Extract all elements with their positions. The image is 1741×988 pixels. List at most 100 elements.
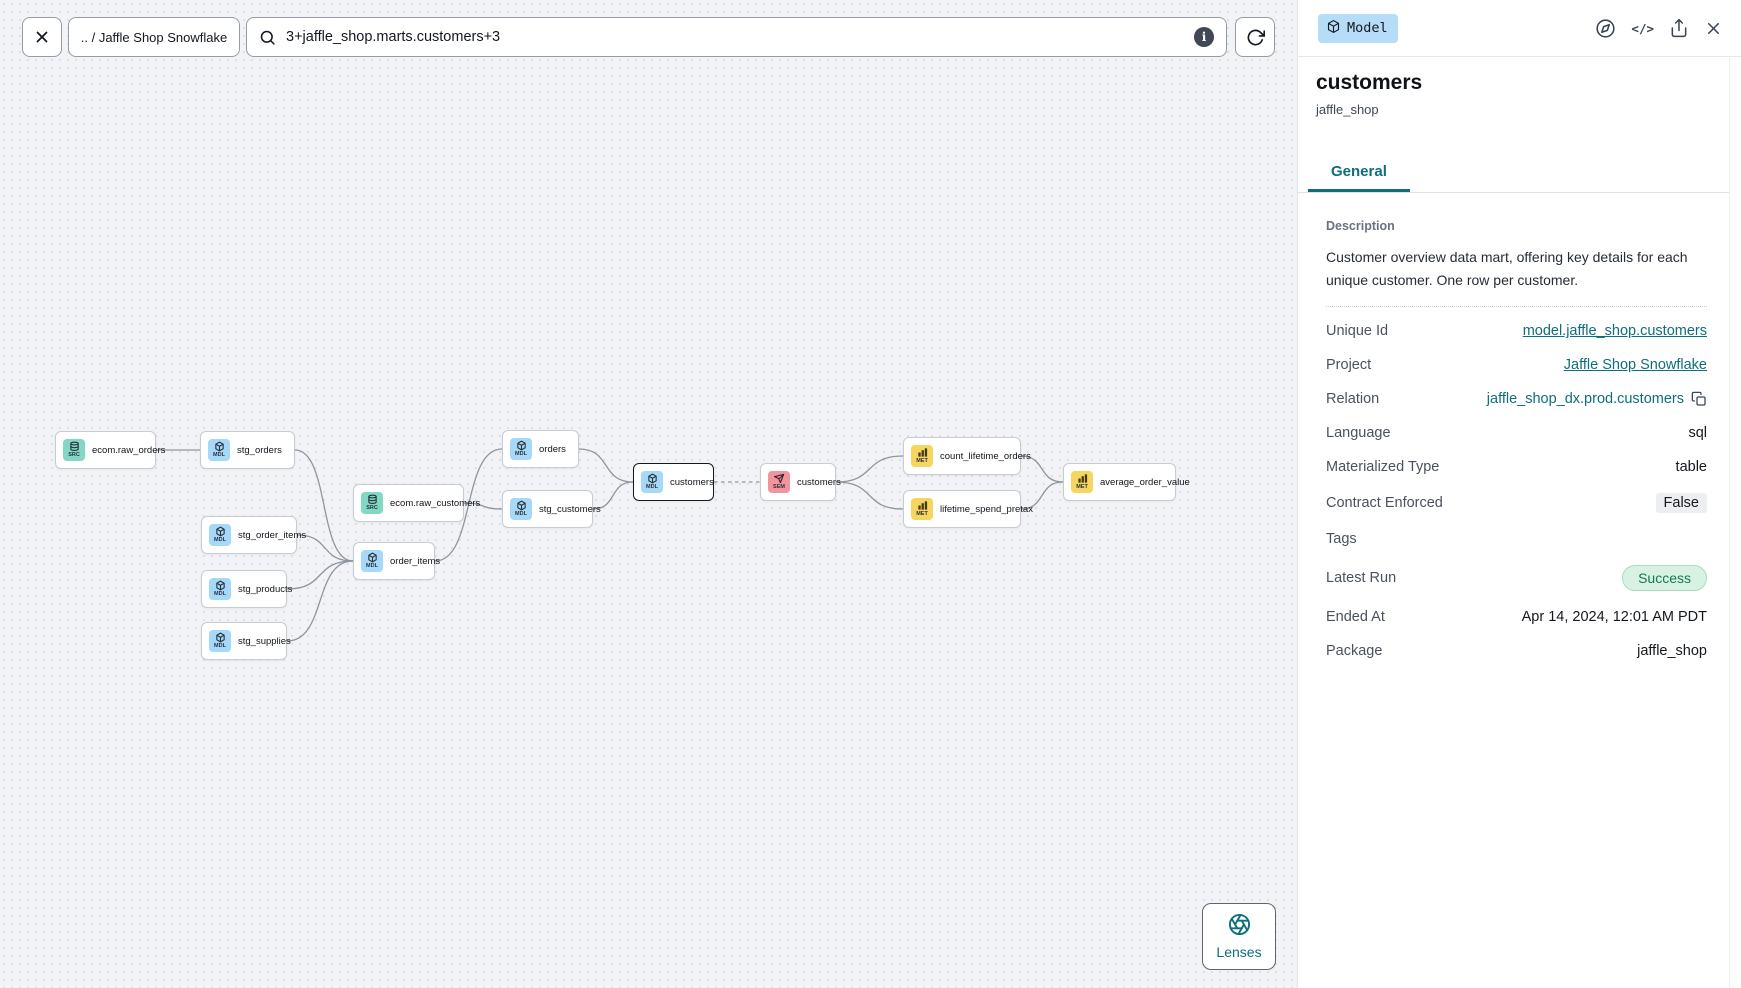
model-type-badge-label: Model <box>1347 20 1388 36</box>
search-bar[interactable]: i <box>246 17 1227 57</box>
met-node-icon: MET <box>911 445 933 467</box>
copy-icon[interactable] <box>1691 391 1707 407</box>
mdl-node-icon: MDL <box>209 630 231 652</box>
sem-node-icon: SEM <box>768 471 790 493</box>
relation-value: jaffle_shop_dx.prod.customers <box>1486 391 1684 408</box>
lenses-label: Lenses <box>1216 944 1262 960</box>
node-label: stg_supplies <box>238 635 291 647</box>
node-label: ecom.raw_customers <box>390 497 481 509</box>
mdl-node-icon: MDL <box>209 524 231 546</box>
project-link[interactable]: Jaffle Shop Snowflake <box>1563 357 1707 374</box>
search-input[interactable] <box>286 29 1194 45</box>
page-title: customers <box>1316 71 1423 94</box>
field-label: Unique Id <box>1326 323 1389 340</box>
view-code-icon[interactable]: </> <box>1631 20 1654 36</box>
field-value: table <box>1676 459 1707 475</box>
edge-count_lifetime_orders-to-average_order_value <box>1020 455 1064 483</box>
latest-run-value: Success <box>1622 565 1707 592</box>
node-count_lifetime_orders[interactable]: MET count_lifetime_orders <box>903 437 1031 475</box>
materialized-type-value: table <box>1675 459 1707 476</box>
src-node-icon: SRC <box>361 492 383 514</box>
panel-scrollbar[interactable] <box>1729 58 1741 988</box>
share-icon[interactable] <box>1669 18 1689 38</box>
unique-id-link[interactable]: model.jaffle_shop.customers <box>1522 323 1707 340</box>
divider <box>1326 306 1707 308</box>
node-raw_customers[interactable]: SRC ecom.raw_customers <box>353 484 480 522</box>
edge-stg_products-to-order_items <box>286 560 354 590</box>
met-node-icon: MET <box>911 498 933 520</box>
node-label: stg_customers <box>539 503 601 515</box>
explore-lineage-icon[interactable] <box>1595 18 1616 39</box>
node-label: average_order_value <box>1100 476 1190 488</box>
node-label: stg_products <box>238 583 293 595</box>
field-value: sql <box>1688 425 1707 441</box>
package-subtitle: jaffle_shop <box>1316 102 1379 117</box>
close-icon <box>33 28 51 46</box>
edge-stg_customers-to-customers_model <box>592 481 634 510</box>
search-icon <box>259 29 276 46</box>
description-text: Customer overview data mart, offering ke… <box>1326 249 1688 288</box>
edge-orders-to-customers_model <box>578 448 634 483</box>
field-value: model.jaffle_shop.customers <box>1523 323 1707 339</box>
field-label: Language <box>1326 425 1391 442</box>
close-panel-icon[interactable] <box>1704 19 1723 38</box>
mdl-node-icon: MDL <box>361 550 383 572</box>
field-row-latest-run: Latest Run Success <box>1326 556 1707 600</box>
node-stg_supplies[interactable]: MDL stg_supplies <box>201 622 291 660</box>
node-orders[interactable]: MDL orders <box>502 430 579 468</box>
detail-panel: Model </> customers jaffle_shop General … <box>1297 0 1741 988</box>
field-value: jaffle_shop_dx.prod.customers <box>1487 391 1707 407</box>
mdl-node-icon: MDL <box>209 578 231 600</box>
node-average_order_value[interactable]: MET average_order_value <box>1063 463 1190 501</box>
field-label: Contract Enforced <box>1326 495 1443 512</box>
package-value: jaffle_shop <box>1637 643 1707 660</box>
node-stg_order_items[interactable]: MDL stg_order_items <box>201 516 306 554</box>
breadcrumb[interactable]: .. / Jaffle Shop Snowflake <box>68 17 240 57</box>
edge-order_items-to-orders <box>434 448 503 562</box>
edge-customers_sem-to-count_lifetime_orders <box>835 455 904 483</box>
tab-general[interactable]: General <box>1308 155 1410 192</box>
node-label: count_lifetime_orders <box>940 450 1031 462</box>
field-value: Apr 14, 2024, 12:01 AM PDT <box>1522 609 1707 625</box>
node-stg_products[interactable]: MDL stg_products <box>201 570 292 608</box>
lenses-button[interactable]: Lenses <box>1202 903 1276 970</box>
panel-header: Model </> <box>1298 0 1741 57</box>
mdl-node-icon: MDL <box>510 438 532 460</box>
lineage-edges <box>155 448 1064 642</box>
field-label: Tags <box>1326 531 1357 548</box>
edge-stg_supplies-to-order_items <box>286 560 354 642</box>
mdl-node-icon: MDL <box>208 439 230 461</box>
met-node-icon: MET <box>1071 471 1093 493</box>
close-lineage-button[interactable] <box>22 17 62 57</box>
edge-stg_orders-to-order_items <box>294 449 354 562</box>
field-label: Package <box>1326 643 1383 660</box>
contract-enforced-value: False <box>1655 493 1707 514</box>
field-row-package: Package jaffle_shop <box>1326 634 1707 668</box>
field-label: Latest Run <box>1326 570 1397 587</box>
refresh-button[interactable] <box>1235 17 1275 57</box>
cube-icon <box>1326 19 1341 38</box>
node-label: stg_order_items <box>238 529 307 541</box>
edge-lifetime_spend_pretax-to-average_order_value <box>1020 481 1064 510</box>
field-row-tags: Tags <box>1326 522 1707 556</box>
ended-at-value: Apr 14, 2024, 12:01 AM PDT <box>1521 609 1707 626</box>
node-label: customers <box>670 476 714 488</box>
description-label: Description <box>1326 219 1395 233</box>
src-node-icon: SRC <box>63 439 85 461</box>
node-label: orders <box>539 443 566 455</box>
breadcrumb-label: .. / Jaffle Shop Snowflake <box>80 29 228 45</box>
info-icon[interactable]: i <box>1194 27 1214 47</box>
field-value: Success <box>1622 565 1707 592</box>
